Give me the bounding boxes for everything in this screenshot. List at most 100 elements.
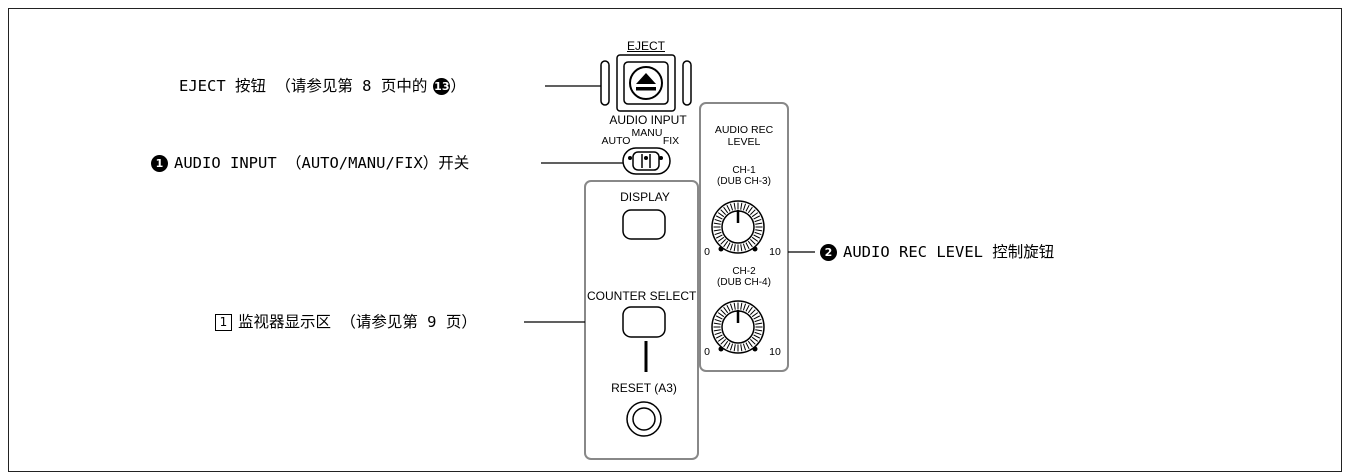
counter-select-label: COUNTER SELECT — [587, 290, 697, 303]
ch1-knob-ridge — [750, 209, 756, 215]
ch1-knob-ridge — [753, 234, 761, 239]
ch2-knob-ridge — [755, 329, 763, 332]
ch2-knob-ridge — [729, 303, 734, 311]
ch2-knob-outer-ring — [711, 300, 765, 354]
ch2-knob-ridge — [726, 304, 731, 312]
ch2-knob-ridge — [754, 318, 762, 323]
ch2-knob-ridge — [720, 309, 726, 315]
ch2-label: CH-2 — [732, 266, 756, 277]
ch2-knob-ridge — [720, 339, 726, 345]
ch1-knob-ridge — [740, 202, 743, 210]
audio-rec-callout-text: AUDIO REC LEVEL 控制旋钮 — [843, 243, 1055, 261]
ch2-knob-ridge — [747, 306, 753, 314]
ch1-knob-ridge — [726, 204, 731, 212]
reset-button-outer[interactable] — [626, 401, 662, 437]
ch2-max-label: 10 — [769, 346, 781, 358]
eject-button[interactable] — [623, 61, 669, 105]
ch1-knob-ridge — [713, 229, 721, 232]
ch2-level-knob[interactable] — [711, 300, 765, 354]
ch1-knob-ridge — [726, 242, 731, 250]
ch1-knob-ridge — [751, 236, 759, 242]
ch2-knob-ridge — [745, 342, 750, 350]
ch1-knob-ridge — [742, 243, 747, 251]
ch2-knob-ridge — [755, 322, 763, 325]
ch1-knob-ridge — [714, 231, 722, 236]
ch1-knob-ridge — [717, 212, 725, 218]
ch2-knob-ridge — [745, 304, 750, 312]
ch1-knob-ridge — [715, 215, 723, 220]
ch1-min-label: 0 — [704, 246, 710, 258]
ch2-knob-ridge — [740, 344, 743, 352]
ch1-level-knob[interactable] — [711, 200, 765, 254]
ch1-knob-ridge — [713, 222, 721, 225]
ch2-min-label: 0 — [704, 346, 710, 358]
ch1-dub-label: (DUB CH-3) — [717, 176, 771, 187]
ch1-knob-ridge — [753, 215, 761, 220]
ch2-knob-ridge — [726, 342, 731, 350]
ch2-knob-ridge — [751, 312, 759, 318]
audio-rec-panel-outline — [699, 102, 789, 372]
ch2-knob-ridge — [733, 344, 736, 352]
audio-input-switch[interactable] — [632, 151, 660, 171]
display-button[interactable] — [622, 209, 666, 240]
ch1-knob-ridge — [755, 229, 763, 232]
ch2-knob-ridge — [714, 318, 722, 323]
figure-frame — [8, 8, 1342, 472]
display-label: DISPLAY — [620, 190, 670, 204]
ch1-knob-ridge — [754, 231, 762, 236]
ch1-knob-ridge — [729, 203, 734, 211]
eject-ref-badge: 13 — [433, 78, 451, 95]
ch2-knob-ridge — [753, 334, 761, 339]
ch2-knob-min-stop — [718, 346, 724, 352]
ch2-knob-ridge — [715, 315, 723, 320]
ch2-dub-label: (DUB CH-4) — [717, 277, 771, 288]
ch1-knob-ridge — [723, 240, 729, 248]
audio-input-label: AUDIO INPUT — [609, 113, 687, 127]
ch2-knob-ridge — [742, 303, 747, 311]
ch2-knob-ridge — [723, 340, 729, 348]
ch1-knob-ridge — [751, 212, 759, 218]
ch2-knob-ridge — [717, 336, 725, 342]
audio-rec-level-title-1: AUDIO REC — [714, 124, 774, 136]
ch2-knob-ridge — [753, 315, 761, 320]
eject-label: EJECT — [626, 39, 665, 53]
ch2-knob-ridge — [713, 322, 721, 325]
counter-select-button[interactable] — [622, 306, 666, 338]
eject-icon-bar — [636, 87, 656, 91]
audio-input-badge: 1 — [151, 155, 168, 172]
eject-button-housing — [616, 54, 676, 112]
ch1-knob-ridge — [755, 222, 763, 225]
ch2-knob-ridge — [713, 329, 721, 332]
switch-dot-auto — [628, 156, 632, 160]
audio-input-callout: 1 AUDIO INPUT （AUTO/MANU/FIX）开关 — [151, 153, 469, 173]
eject-guard-right — [682, 60, 692, 106]
ch1-knob-ridge — [742, 203, 747, 211]
ch1-knob-ridge — [715, 234, 723, 239]
ch1-knob-ridge — [729, 243, 734, 251]
monitor-callout-text: 监视器显示区 （请参见第 9 页） — [238, 313, 477, 331]
ch1-knob-ridge — [720, 209, 726, 215]
ch2-knob-ridge — [717, 312, 725, 318]
ch2-knob-ridge — [723, 306, 729, 314]
ch1-knob-ridge — [754, 218, 762, 223]
ch2-knob-ridge — [729, 343, 734, 351]
ch2-knob-ridge — [733, 302, 736, 310]
ch1-knob-max-stop — [752, 246, 758, 252]
audio-rec-callout: 2 AUDIO REC LEVEL 控制旋钮 — [820, 242, 1054, 262]
ch2-knob-ridge — [751, 336, 759, 342]
switch-manu-label: MANU — [631, 127, 663, 139]
ch1-knob-ridge — [714, 218, 722, 223]
ch2-knob-ridge — [740, 302, 743, 310]
ch2-knob-ridge — [747, 340, 753, 348]
ch2-knob-ridge — [714, 331, 722, 336]
switch-fix-label: FIX — [662, 135, 680, 147]
reset-button-inner — [632, 407, 656, 431]
switch-auto-label: AUTO — [601, 135, 631, 147]
eject-icon-ring — [629, 66, 663, 100]
ch1-knob-ridge — [723, 206, 729, 214]
ch1-knob-ridge — [740, 244, 743, 252]
audio-rec-badge: 2 — [820, 244, 837, 261]
ch2-knob-max-stop — [752, 346, 758, 352]
audio-input-callout-text: AUDIO INPUT （AUTO/MANU/FIX）开关 — [174, 154, 470, 172]
